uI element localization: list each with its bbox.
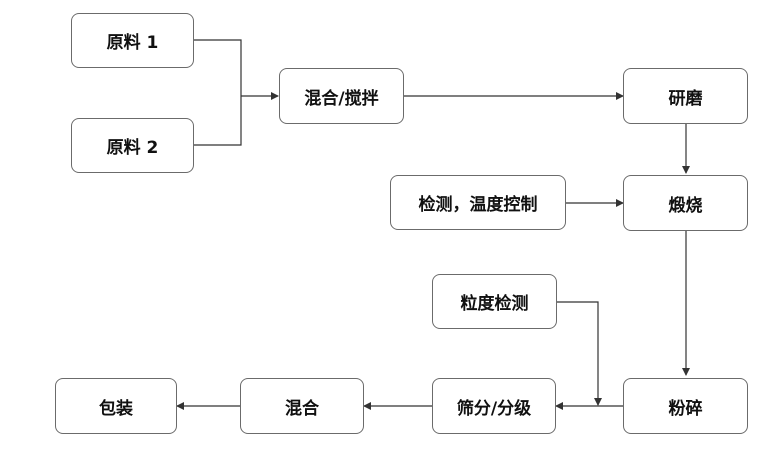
node-sieve-classify: 筛分/分级 (432, 378, 556, 434)
arrow-size-check-to-sieve (557, 301, 602, 406)
node-mix: 混合 (240, 378, 364, 434)
connector-raw1-merge (194, 39, 242, 146)
node-mix-stir: 混合/搅拌 (279, 68, 404, 124)
node-label: 粉碎 (668, 398, 703, 419)
node-label: 原料 1 (106, 33, 159, 53)
node-label: 混合 (285, 398, 319, 419)
node-raw-material-2: 原料 2 (71, 118, 194, 173)
node-label: 研磨 (668, 88, 703, 109)
node-label: 筛分/分级 (456, 398, 532, 419)
node-label: 包装 (99, 398, 133, 419)
node-inspection-temperature-control: 检测，温度控制 (390, 175, 566, 230)
node-label: 煅烧 (668, 195, 703, 216)
node-particle-size-check: 粒度检测 (432, 274, 557, 329)
node-calcine: 煅烧 (623, 175, 748, 231)
node-crush: 粉碎 (623, 378, 748, 434)
node-label: 原料 2 (106, 138, 159, 158)
node-raw-material-1: 原料 1 (71, 13, 194, 68)
node-label: 粒度检测 (460, 294, 529, 314)
node-pack: 包装 (55, 378, 177, 434)
node-label: 检测，温度控制 (418, 195, 538, 215)
node-grind: 研磨 (623, 68, 748, 124)
node-label: 混合/搅拌 (304, 88, 379, 109)
